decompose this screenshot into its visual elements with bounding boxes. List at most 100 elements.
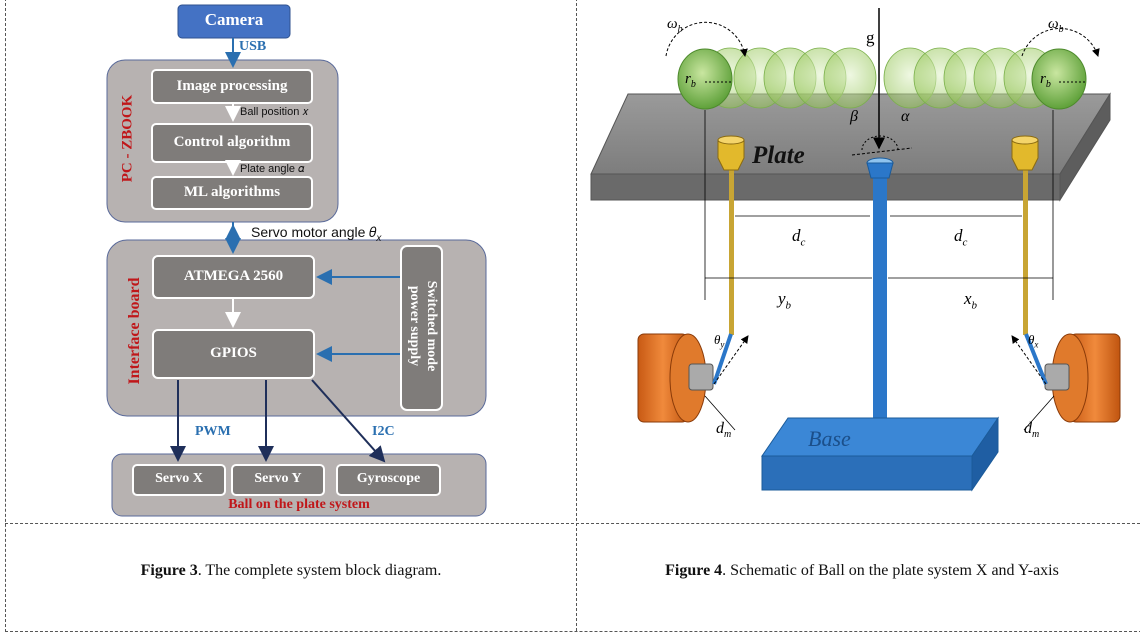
dm-left-line [704, 395, 736, 431]
theta-left-sub: y [720, 339, 725, 350]
control-algorithm-label: Control algorithm [173, 134, 291, 150]
joint-left-top [717, 135, 745, 145]
atmega-label: ATMEGA 2560 [183, 268, 284, 284]
usb-label: USB [239, 39, 267, 54]
outer-frame [5, 0, 1140, 632]
ball-position-label: Ball position 𝑥 [240, 106, 309, 118]
xb-symbol: x [964, 289, 972, 308]
motor-left-shaft [688, 363, 714, 391]
i2c-label: I2C [372, 424, 395, 439]
radius-left-symbol: r [685, 71, 691, 87]
gpios-label: GPIOS [210, 345, 257, 361]
theta-right-label: θx [1028, 332, 1038, 350]
dc-left-sub: c [800, 236, 806, 249]
dm-left-sub: m [724, 429, 732, 441]
plate-side [1059, 92, 1111, 202]
servo-motor-angle-label: Servo motor angle 𝜃x [251, 224, 381, 244]
radius-right-symbol: r [1040, 71, 1046, 87]
rod-left [729, 170, 734, 335]
figure3-caption-number: Figure 3 [140, 562, 198, 579]
radius-left-label: rb [685, 71, 696, 90]
ml-algorithms-label: ML algorithms [183, 184, 281, 200]
dm-right-line [1023, 395, 1055, 431]
beta-arc [861, 135, 880, 151]
figure4-caption-number: Figure 4 [665, 562, 723, 579]
dm-left-symbol: d [716, 420, 724, 437]
dc-right-sub: c [962, 236, 968, 249]
radius-right-label: rb [1040, 71, 1051, 90]
figure3-caption: Figure 3. The complete system block diag… [8, 560, 574, 581]
ball-right [1031, 48, 1087, 110]
column-divider [576, 0, 577, 631]
dc-right-symbol: d [954, 226, 963, 245]
figure3-caption-text: . The complete system block diagram. [197, 562, 442, 579]
joint-right-top [1011, 135, 1039, 145]
base-front [761, 455, 973, 491]
theta-right-sub: x [1034, 339, 1039, 350]
row-divider [5, 523, 1140, 524]
power-supply-box [400, 245, 443, 411]
servo-motor-angle-sub: x [376, 232, 382, 244]
theta-left-label: θy [714, 332, 724, 350]
servo-motor-angle-text: Servo motor angle 𝜃 [251, 224, 377, 240]
theta-left-symbol: θ [714, 332, 721, 347]
gyroscope-label: Gyroscope [356, 471, 421, 486]
omega-left-symbol: ω [667, 16, 678, 32]
yb-sub: b [785, 299, 792, 312]
center-column [873, 170, 887, 435]
tilt-line [851, 147, 913, 156]
center-joint [866, 162, 894, 179]
system-label: Ball on the plate system [228, 497, 370, 512]
camera-label: Camera [204, 10, 264, 29]
dm-left-label: dm [716, 420, 731, 440]
omega-right-label: ωb [1048, 16, 1064, 35]
image-processing-label: Image processing [176, 78, 288, 94]
gpios-box [152, 329, 315, 379]
omega-arc-right [1021, 27, 1100, 57]
omega-right-symbol: ω [1048, 16, 1059, 32]
base-label: Base [808, 426, 851, 451]
rod-right [1023, 170, 1028, 335]
beta-label: β [850, 108, 858, 125]
theta-right-symbol: θ [1028, 332, 1035, 347]
dm-right-sub: m [1032, 429, 1040, 441]
pwm-label: PWM [195, 424, 231, 439]
servo-x-box [132, 464, 226, 496]
image-processing-box [151, 69, 313, 104]
motor-right-shaft [1044, 363, 1070, 391]
radius-left-sub: b [690, 79, 696, 90]
i2c-arrow [311, 379, 386, 463]
omega-left-label: ωb [667, 16, 683, 35]
figure4-caption: Figure 4. Schematic of Ball on the plate… [592, 560, 1132, 581]
dc-left-symbol: d [792, 226, 801, 245]
atmega-box [152, 255, 315, 299]
plate-label: Plate [752, 142, 805, 169]
arm-left [712, 333, 733, 385]
arm-right [1024, 333, 1048, 385]
dc-left-label: dc [792, 226, 805, 248]
omega-right-sub: b [1058, 24, 1064, 35]
base-top [761, 417, 999, 457]
xb-sub: b [971, 299, 978, 312]
base-side [971, 416, 999, 492]
servo-x-label: Servo X [155, 471, 203, 486]
xb-label: xb [964, 289, 977, 311]
dm-right-symbol: d [1024, 420, 1032, 437]
figure4-caption-text: . Schematic of Ball on the plate system … [722, 562, 1059, 579]
servo-y-label: Servo Y [254, 471, 302, 486]
ball-left [677, 48, 733, 110]
gyroscope-box [336, 464, 441, 496]
plate-front [590, 173, 1061, 201]
omega-left-sub: b [677, 24, 683, 35]
alpha-label: α [901, 108, 910, 125]
yb-label: yb [778, 289, 791, 311]
omega-arc-left [665, 21, 748, 57]
gravity-label: g [866, 28, 875, 47]
plate-angle-label: Plate angle 𝛼 [240, 163, 305, 175]
yb-symbol: y [778, 289, 786, 308]
dc-right-label: dc [954, 226, 967, 248]
radius-right-sub: b [1045, 79, 1051, 90]
ml-algorithms-box [151, 176, 313, 210]
